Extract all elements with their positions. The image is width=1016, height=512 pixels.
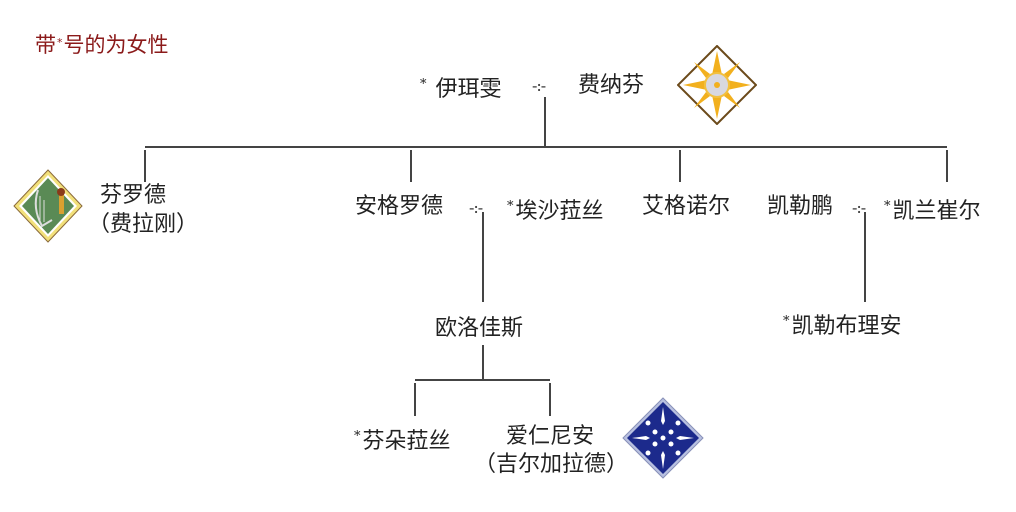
female-marker: * [354,429,361,444]
person-celebrian: *凯勒布理安 [783,309,902,340]
female-marker: * [884,199,891,214]
person-galadriel: *凯兰崔尔 [884,194,981,225]
person-name: 伊珥雯 [435,77,502,102]
person-aegnor: 艾格诺尔 [642,194,731,219]
person-name: 芬朵菈丝 [362,429,451,454]
person-irime: * 伊珥雯 [420,72,502,103]
person-name: 凯兰崔尔 [892,199,981,224]
person-angrod: 安格罗德 [355,194,444,219]
harp-torch-emblem-icon [13,169,83,243]
sun-emblem-icon [677,45,757,125]
stars-emblem-icon [622,397,704,479]
person-finduilas: *芬朵菈丝 [354,424,451,455]
person-eldalote: *埃沙菈丝 [507,194,604,225]
person-name: 凯勒布理安 [791,314,902,339]
person-celeborn: 凯勒鹏 [767,194,834,219]
person-finarfin: 费纳芬 [578,73,645,98]
legend: 带*号的为女性 [35,29,169,59]
person-orodreth: 欧洛佳斯 [435,316,524,341]
marriage-link: -:- [469,198,483,217]
marriage-link: -:- [852,198,866,217]
person-name: 埃沙菈丝 [515,199,604,224]
person-ereinion-alias: （吉尔加拉德） [474,452,629,477]
female-marker: * [57,36,63,49]
person-finrod-alias: （费拉刚） [88,212,199,237]
person-finrod: 芬罗德 [100,183,167,208]
person-ereinion: 爱仁尼安 [506,424,595,449]
female-marker: * [420,77,427,92]
female-marker: * [507,199,514,214]
marriage-link: -:- [532,76,546,95]
legend-text: 号的为女性 [63,33,169,57]
female-marker: * [783,314,790,329]
legend-text: 带 [35,33,56,57]
